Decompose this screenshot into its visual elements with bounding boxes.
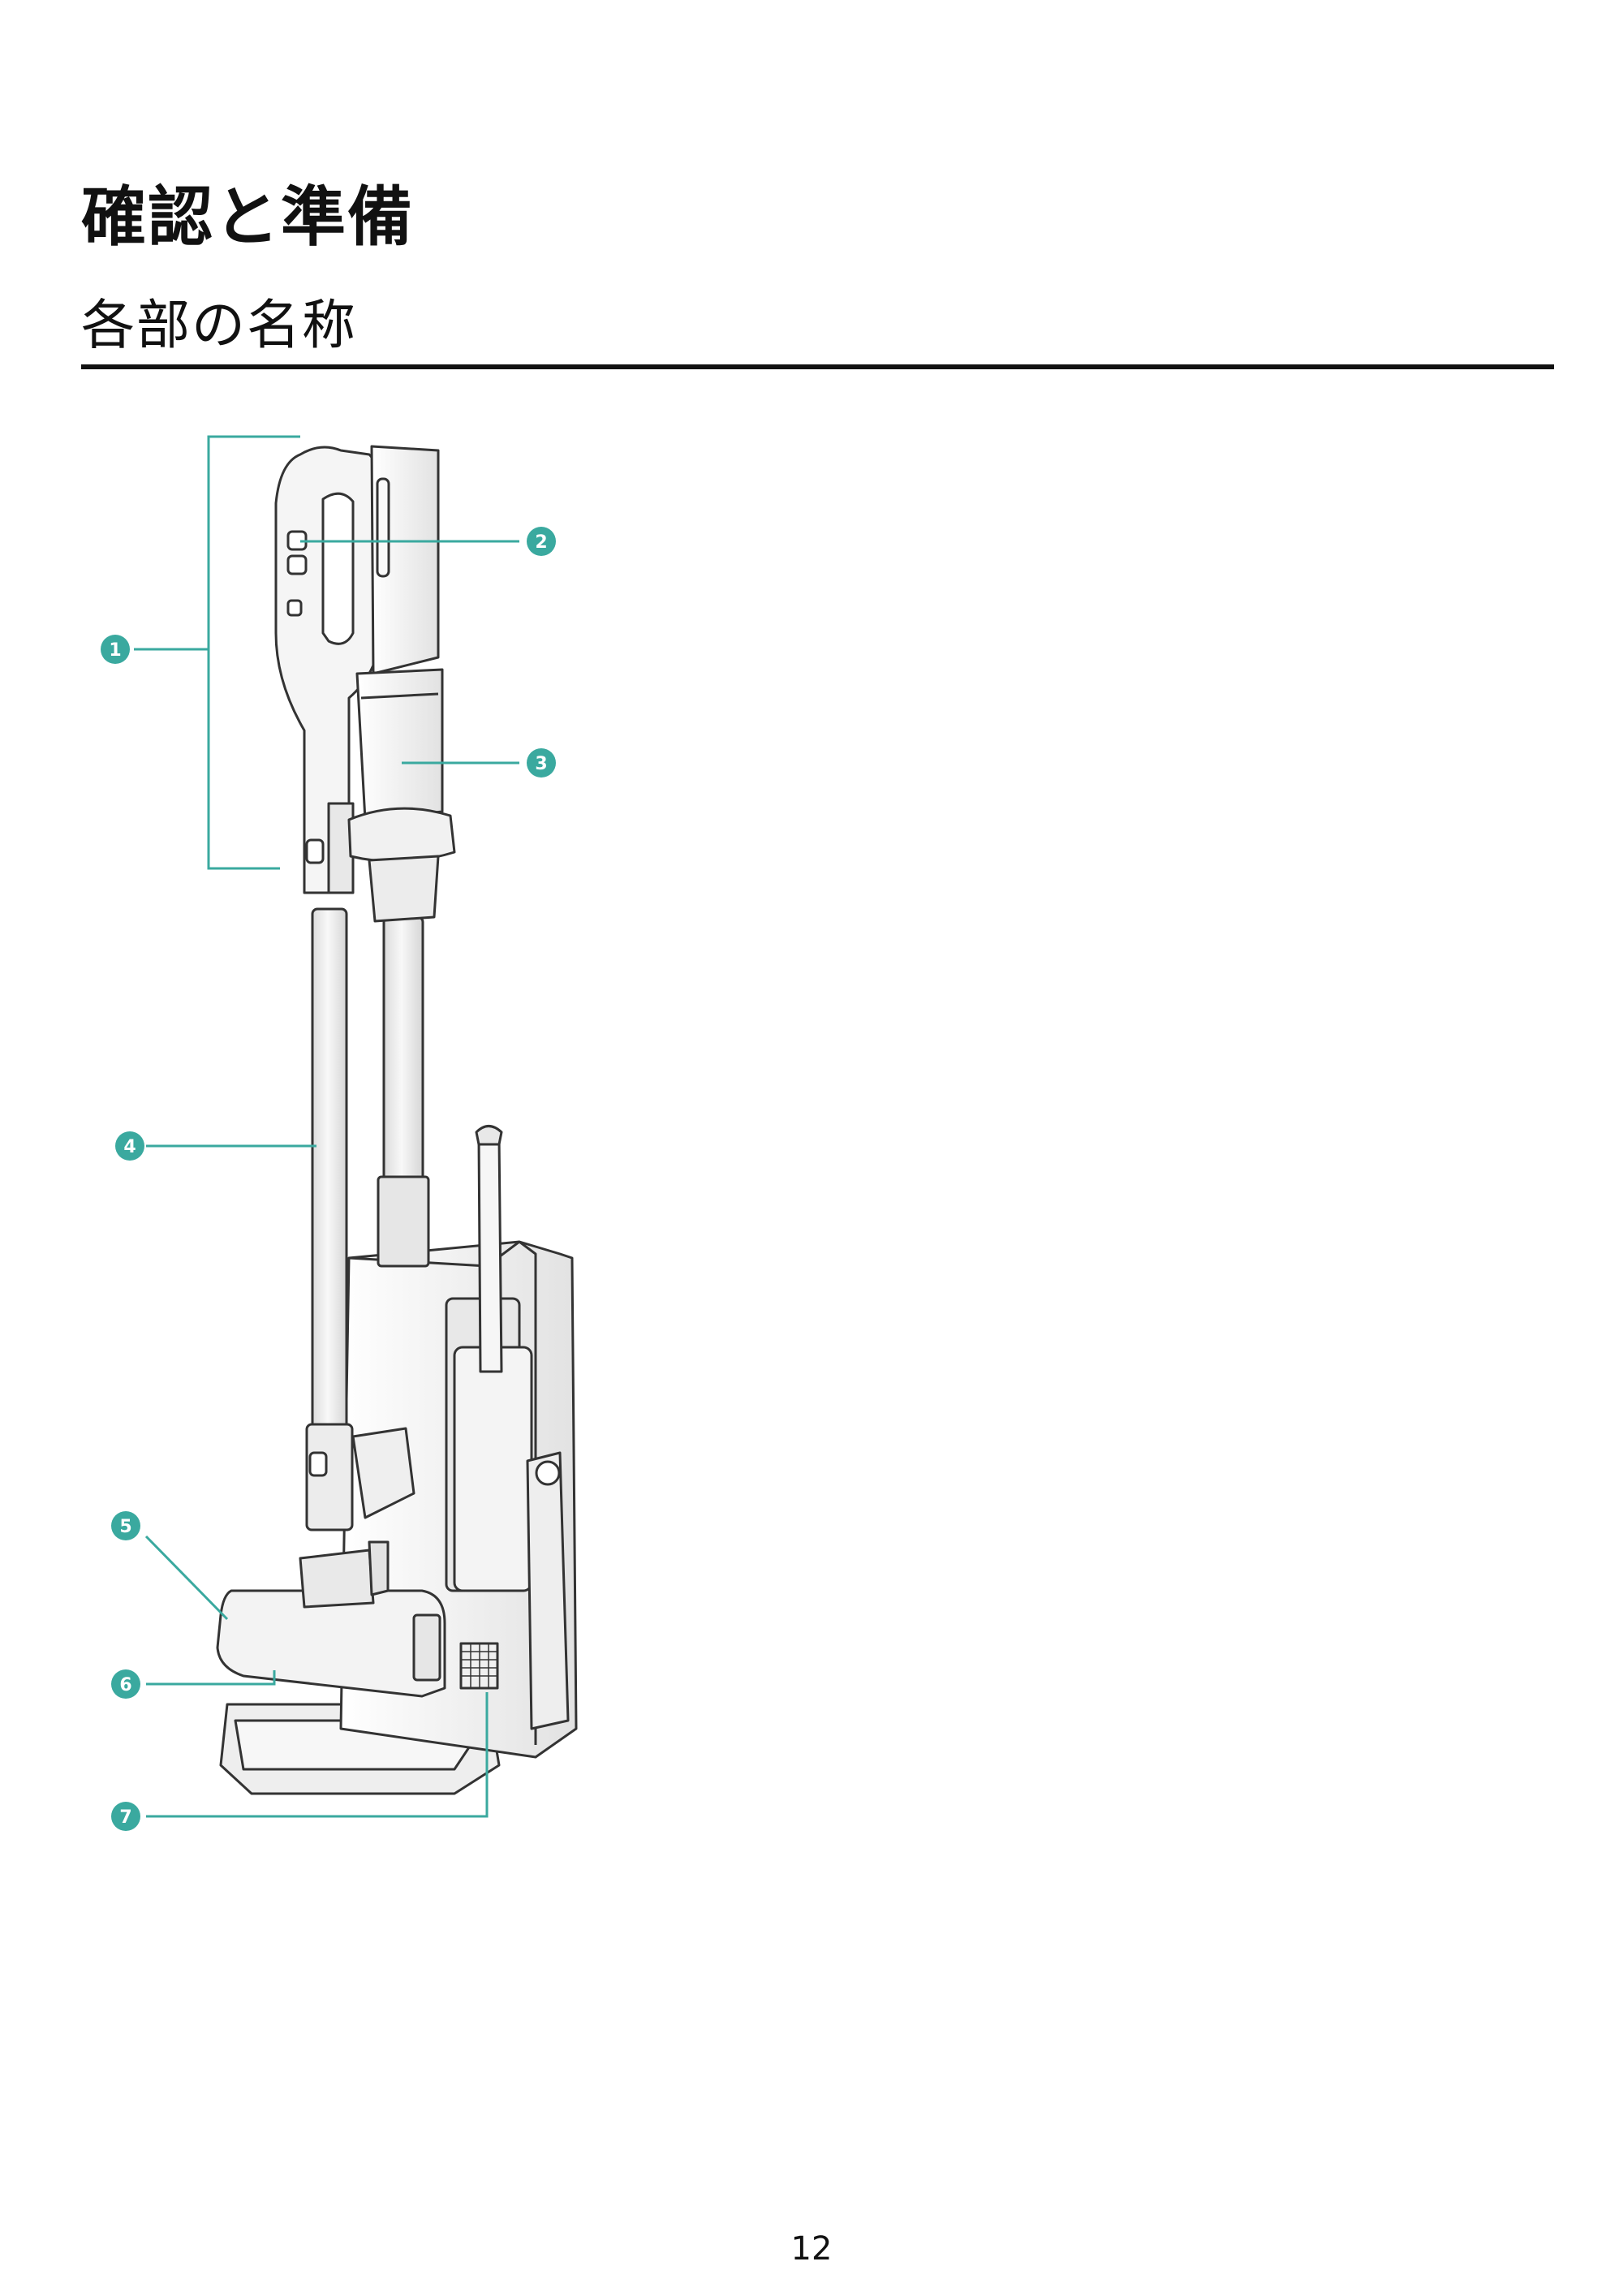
callout-1: 1	[101, 635, 130, 664]
callout-7-number: 7	[119, 1807, 131, 1828]
callout-7: 7	[111, 1802, 140, 1831]
page-title: 確認と準備	[81, 179, 414, 255]
side-tool	[526, 1451, 570, 1730]
callout-3: 3	[527, 748, 556, 778]
callout-1-number: 1	[109, 640, 121, 661]
callout-4-number: 4	[123, 1137, 136, 1157]
extension-pipe	[311, 907, 348, 1430]
leader-7	[146, 1692, 489, 1818]
callout-3-number: 3	[535, 754, 547, 774]
callout-2: 2	[527, 527, 556, 556]
callout-2-number: 2	[535, 532, 547, 553]
section-title: 各部の名称	[81, 294, 357, 356]
dust-cup	[355, 668, 444, 821]
callout-6: 6	[111, 1669, 140, 1699]
cyclone-ring	[347, 807, 456, 863]
callout-5-number: 5	[119, 1517, 131, 1537]
leader-5	[144, 1535, 229, 1621]
callout-6-number: 6	[119, 1675, 131, 1695]
crevice-nozzle	[477, 1135, 503, 1373]
leader-6	[146, 1670, 276, 1686]
page-number: 12	[790, 2230, 833, 2268]
floor-head	[216, 1589, 446, 1698]
leader-1	[207, 435, 300, 870]
vacuum-drawing	[216, 445, 456, 1698]
brush-holder	[453, 1346, 533, 1592]
leader-lines	[134, 435, 519, 1818]
section-divider	[81, 364, 1554, 369]
callout-5: 5	[111, 1511, 140, 1540]
callout-4: 4	[115, 1131, 144, 1161]
